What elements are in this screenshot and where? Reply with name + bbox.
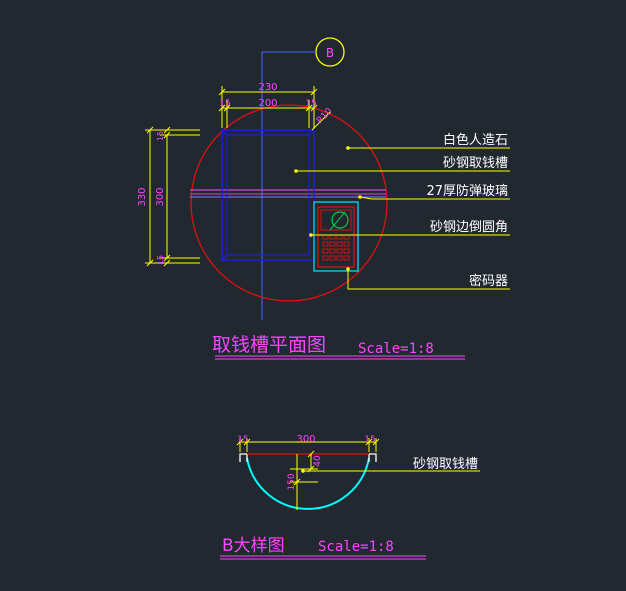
keypad-device (313, 201, 359, 272)
section-marker: B (262, 37, 345, 67)
dim-side-right: 15 (305, 99, 316, 109)
detail-dim-width: 300 (296, 434, 315, 445)
detail-scale: Scale=1:8 (318, 539, 394, 555)
plan-title: 取钱槽平面图 (212, 334, 326, 356)
plan-left-dimensions (145, 126, 200, 267)
callout-steel-tray: 砂钢取钱槽 (443, 156, 508, 171)
dim-overall-width: 230 (258, 82, 277, 93)
tray-lips (239, 453, 377, 462)
callout-white-stone: 白色人造石 (443, 132, 508, 148)
detail-dim-left-lip: 15 (237, 435, 248, 445)
detail-title: B大样图 (222, 536, 285, 556)
detail-dim-right-lip: 15 (364, 435, 375, 445)
plan-leaders (296, 147, 510, 290)
dim-inner-width: 200 (258, 98, 277, 109)
callout-rounded-edge: 砂钢边倒圆角 (430, 220, 508, 235)
section-marker-label: B (326, 46, 334, 60)
keypad-buttons (322, 234, 350, 261)
leader-dots (294, 146, 362, 271)
detail-b-view: 300 15 15 150 40 砂钢取钱槽 B大样图 Scale=1:8 (220, 434, 480, 560)
plan-scale: Scale=1:8 (358, 341, 434, 357)
counter-edges (190, 189, 386, 198)
plan-top-dimensions (218, 86, 331, 131)
dim-inner-height: 300 (155, 187, 166, 206)
dim-side-left: 15 (219, 99, 230, 109)
detail-dim-offset: 40 (313, 455, 323, 467)
money-tray-outline (221, 129, 315, 261)
callout-keypad: 密码器 (469, 273, 508, 289)
tray-bowl (246, 457, 370, 510)
detail-callout-steel-tray: 砂钢取钱槽 (413, 457, 478, 472)
detail-dimensions (236, 438, 480, 510)
detail-dim-depth: 150 (287, 473, 297, 490)
callout-bulletproof-glass: 27厚防弹玻璃 (426, 183, 508, 199)
plan-view: B (137, 37, 510, 360)
dim-top-edge: 15 (156, 131, 165, 141)
detail-circle (190, 104, 388, 302)
dim-overall-height: 330 (137, 187, 148, 206)
dim-bottom-edge: 15 (156, 255, 165, 265)
